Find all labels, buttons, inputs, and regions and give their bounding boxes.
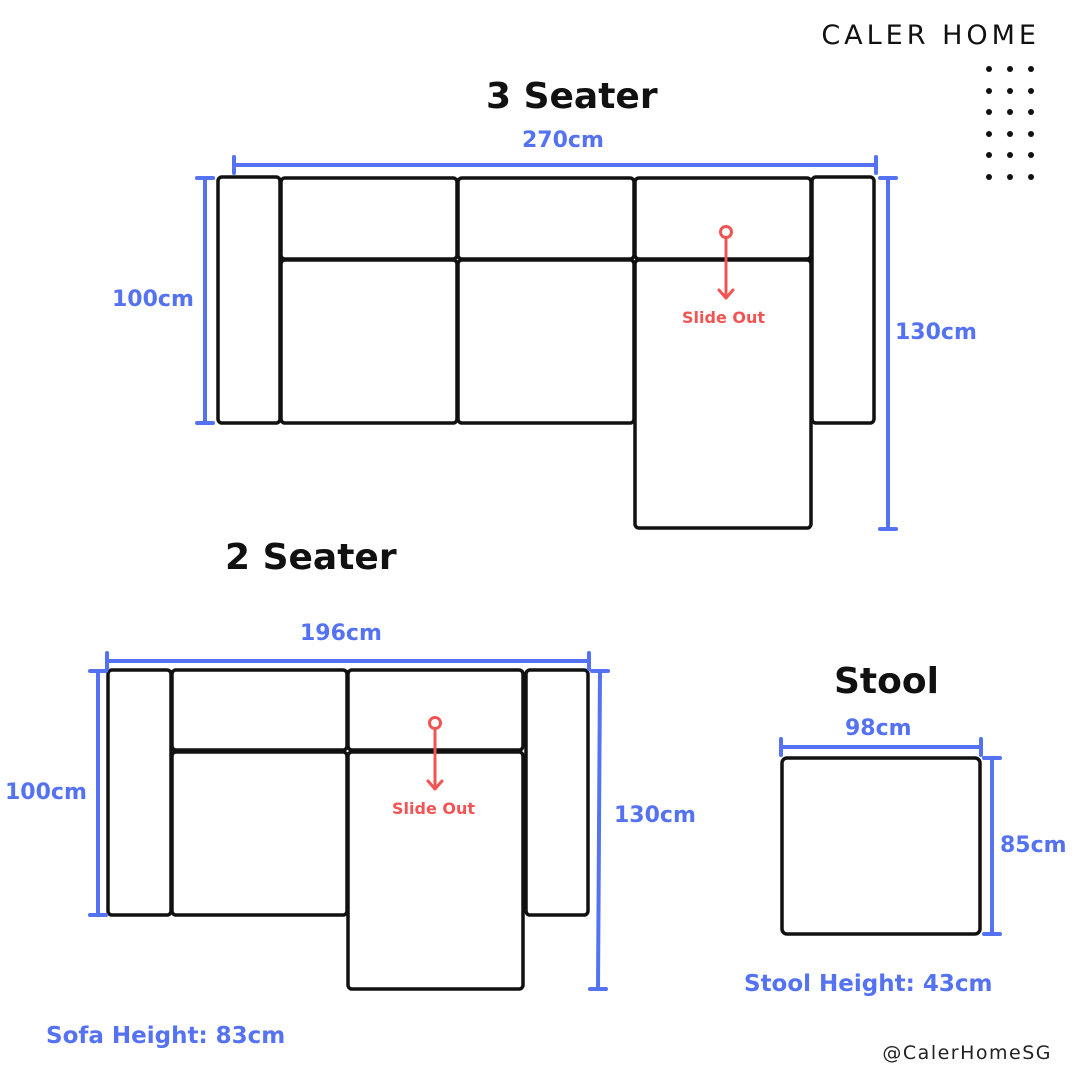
three-seater-back-cushion-1 <box>279 176 459 261</box>
two-seater-seat-1 <box>170 750 349 917</box>
three-seater-slide-label: Slide Out <box>682 308 766 327</box>
three-seater-right-arm <box>810 175 876 425</box>
two-seater-depth-label: 100cm <box>5 780 87 805</box>
three-seater-depth-label: 100cm <box>112 287 194 312</box>
three-seater-width-label: 270cm <box>522 128 604 153</box>
stool-width-label: 98cm <box>845 716 912 741</box>
three-seater-slide-arrow-icon <box>717 225 735 300</box>
two-seater-right-arm <box>524 668 590 917</box>
three-seater-title: 3 Seater <box>486 76 658 117</box>
three-seater-chaise-depth-label: 130cm <box>895 320 977 345</box>
stool-outline <box>780 756 982 936</box>
two-seater-back-cushion-1 <box>170 668 349 752</box>
stool-depth-label: 85cm <box>1000 833 1067 858</box>
decorative-dot-grid-icon <box>986 66 1034 180</box>
stool-height-note: Stool Height: 43cm <box>744 971 993 997</box>
two-seater-chaise-depth-line <box>596 669 602 991</box>
sofa-height-note: Sofa Height: 83cm <box>46 1023 286 1049</box>
social-handle: @CalerHomeSG <box>882 1042 1052 1064</box>
three-seater-back-cushion-3 <box>633 176 813 261</box>
two-seater-title: 2 Seater <box>225 537 397 578</box>
two-seater-left-arm <box>106 668 173 917</box>
three-seater-left-arm <box>216 175 282 425</box>
three-seater-back-cushion-2 <box>456 176 636 261</box>
three-seater-seat-1 <box>279 258 459 425</box>
two-seater-slide-arrow-icon <box>426 716 444 791</box>
brand-wordmark: CALER HOME <box>821 20 1040 51</box>
two-seater-slide-label: Slide Out <box>392 799 476 818</box>
stool-title: Stool <box>834 661 939 702</box>
three-seater-chaise <box>633 258 813 530</box>
three-seater-seat-2 <box>456 258 636 425</box>
two-seater-width-label: 196cm <box>300 621 382 646</box>
two-seater-chaise-depth-label: 130cm <box>614 803 696 828</box>
